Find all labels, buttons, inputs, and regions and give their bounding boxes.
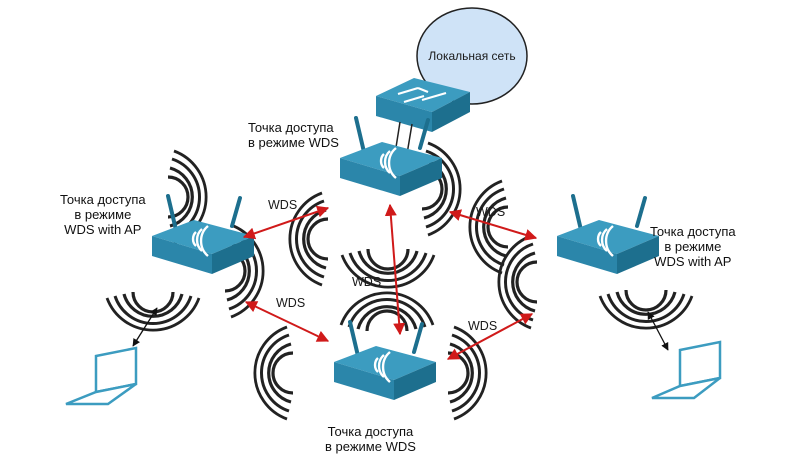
wds-link: [446, 313, 534, 360]
wds-link: [242, 205, 330, 240]
node-label-left: Точка доступа в режиме WDS with AP: [60, 192, 146, 237]
node-label-center-top: Точка доступа в режиме WDS: [248, 120, 339, 150]
wds-link: [244, 301, 330, 342]
laptop-icon: [651, 340, 722, 400]
router-icon: [555, 194, 661, 276]
router-icon: [332, 320, 438, 402]
cloud-icon: [416, 7, 528, 105]
client-link: [132, 307, 158, 347]
cloud-label: Локальная сеть: [428, 49, 515, 63]
wds-label: WDS: [468, 319, 497, 333]
node-label-right: Точка доступа в режиме WDS with AP: [650, 224, 736, 269]
wds-label: WDS: [352, 275, 381, 289]
wds-link: [384, 203, 406, 336]
laptop-icon: [65, 346, 138, 406]
wds-label: WDS: [476, 205, 505, 219]
node-label-bottom: Точка доступа в режиме WDS: [325, 424, 416, 454]
switch-icon: [376, 78, 470, 132]
router-icon: [338, 116, 444, 198]
wds-link: [448, 209, 538, 241]
router-icon: [150, 194, 256, 276]
wds-label: WDS: [276, 296, 305, 310]
client-link: [647, 311, 669, 351]
wds-label: WDS: [268, 198, 297, 212]
